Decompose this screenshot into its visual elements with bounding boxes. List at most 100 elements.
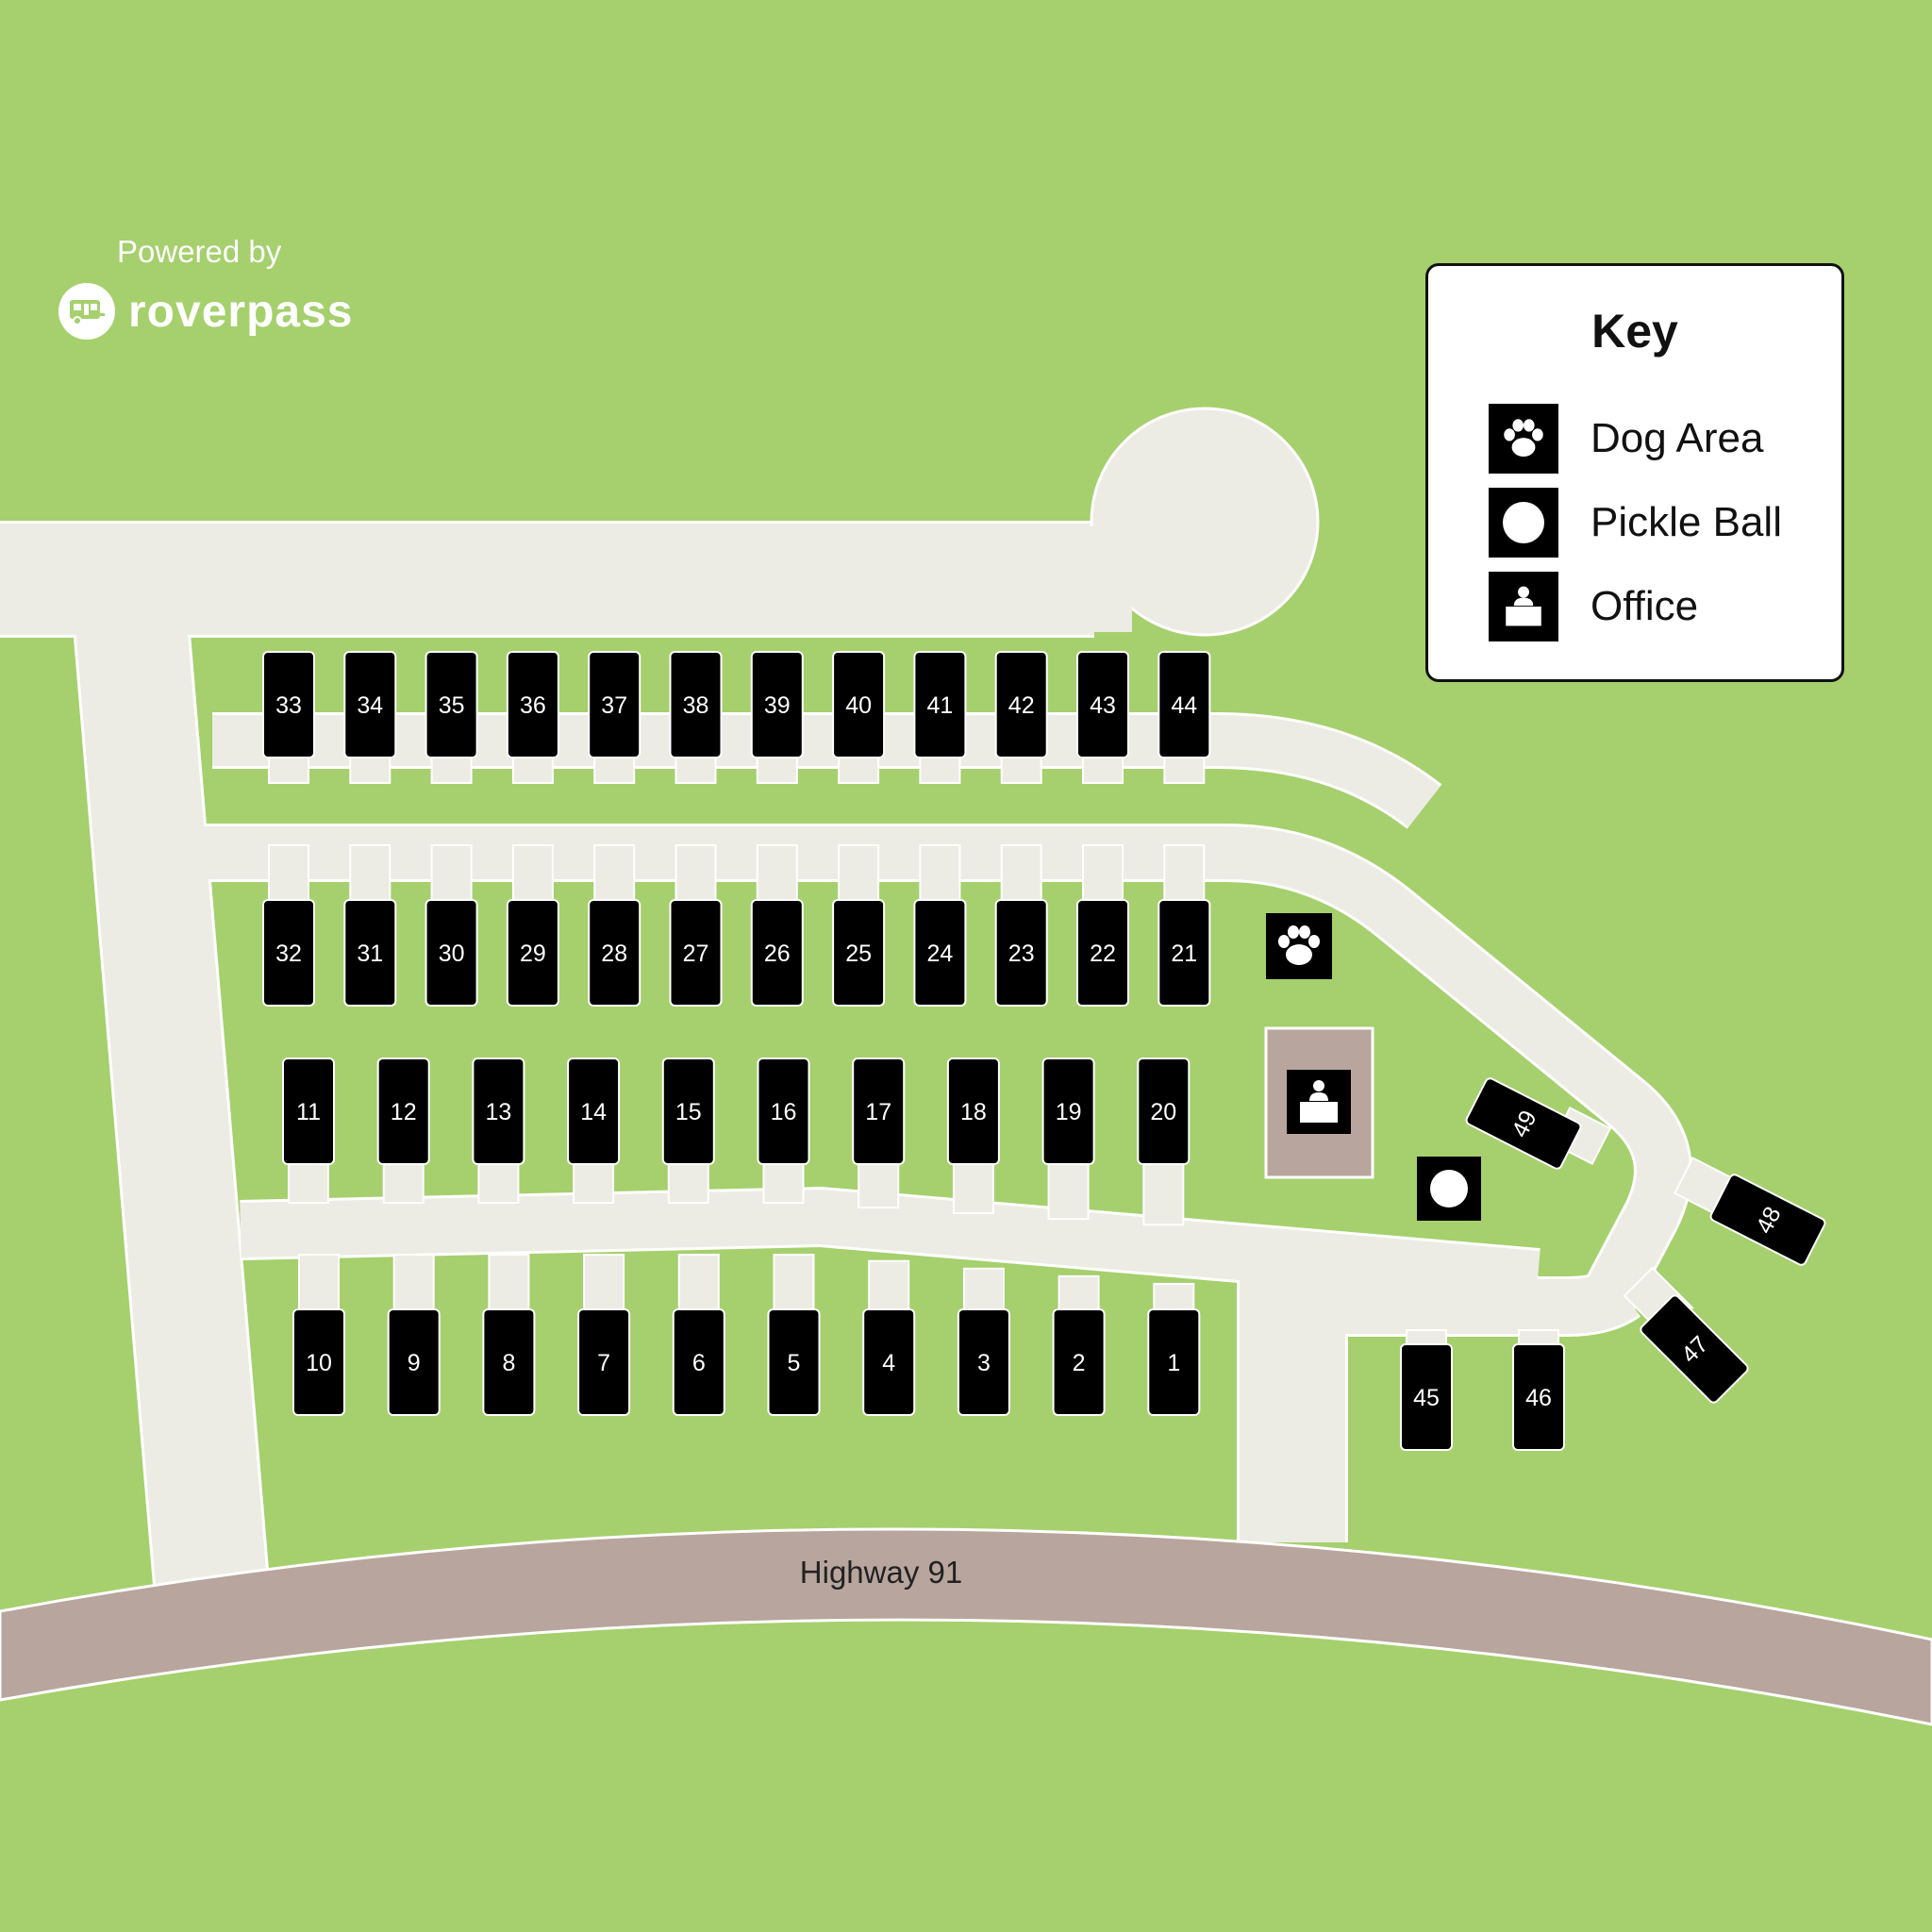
campsite-45[interactable]: 45 [1400,1343,1453,1451]
campsite-9[interactable]: 9 [387,1308,441,1416]
campsite-pad [588,899,641,1007]
campsite-pad [994,651,1048,758]
campsite-8[interactable]: 8 [482,1308,536,1416]
campsite-31[interactable]: 31 [343,899,397,1007]
campsite-23[interactable]: 23 [994,899,1048,1007]
circle-icon [1489,488,1558,558]
campsite-32[interactable]: 32 [262,899,315,1007]
campsite-label: 42 [1008,692,1035,719]
campsite-38[interactable]: 38 [669,651,723,758]
site-connector [1058,1274,1100,1313]
campsite-43[interactable]: 43 [1076,651,1129,758]
site-connector [962,1267,1005,1312]
campsite-25[interactable]: 25 [832,899,886,1007]
road-top-fill [0,526,1132,632]
site-connector [667,1162,709,1204]
campsite-10[interactable]: 10 [292,1308,345,1416]
campsite-label: 26 [764,941,791,967]
campsite-33[interactable]: 33 [262,651,315,758]
campsite-1[interactable]: 1 [1147,1308,1201,1416]
campsite-pad [669,651,723,758]
campsite-18[interactable]: 18 [946,1058,1000,1165]
campsite-label: 29 [520,941,546,967]
campsite-42[interactable]: 42 [994,651,1048,758]
campsite-label: 4 [882,1350,895,1376]
campsite-36[interactable]: 36 [506,651,559,758]
campsite-16[interactable]: 16 [757,1058,810,1165]
campsite-6[interactable]: 6 [672,1308,725,1416]
campsite-40[interactable]: 40 [832,651,886,758]
campsite-11[interactable]: 11 [282,1058,335,1165]
campsite-47[interactable]: 47 [1639,1293,1749,1404]
office-desk-icon [1489,572,1558,641]
key-item-dog-area: Dog Area [1489,404,1763,474]
campsite-pad [1400,1343,1453,1451]
campsite-pad [482,1308,536,1416]
campsite-28[interactable]: 28 [588,899,641,1007]
pickle-ball-court[interactable] [1417,1157,1481,1221]
dog-area[interactable] [1266,913,1332,979]
campsite-2[interactable]: 2 [1052,1308,1106,1416]
campsite-39[interactable]: 39 [750,651,804,758]
campsite-label: 33 [275,692,302,719]
campsite-30[interactable]: 30 [425,899,478,1007]
brand-name[interactable]: roverpass [128,286,354,337]
site-connector [349,754,391,784]
site-connector [1163,844,1206,903]
campsite-3[interactable]: 3 [957,1308,1010,1416]
site-connector [583,1254,625,1312]
site-connector [511,844,554,903]
campsite-14[interactable]: 14 [567,1058,621,1165]
campsite-44[interactable]: 44 [1158,651,1211,758]
campsite-21[interactable]: 21 [1158,899,1211,1007]
campsite-label: 15 [675,1099,702,1125]
campsite-label: 45 [1413,1385,1440,1411]
campsite-13[interactable]: 13 [472,1058,525,1165]
campsite-20[interactable]: 20 [1137,1058,1191,1165]
campsite-29[interactable]: 29 [506,899,559,1007]
campsite-27[interactable]: 27 [669,899,723,1007]
campsite-pad [672,1308,725,1416]
campsite-pad [262,651,315,758]
campsite-24[interactable]: 24 [913,899,967,1007]
campsite-48[interactable]: 48 [1709,1174,1826,1267]
site-connector [511,754,554,784]
campsite-pad [1052,1308,1106,1416]
campsite-34[interactable]: 34 [343,651,397,758]
campsite-pad [376,1058,430,1165]
campsite-pad [1076,651,1129,758]
campsite-7[interactable]: 7 [577,1308,631,1416]
campsite-label: 8 [502,1350,515,1376]
campsite-41[interactable]: 41 [913,651,967,758]
campsite-pad [750,651,804,758]
campsite-label: 14 [580,1099,607,1125]
campsite-26[interactable]: 26 [750,899,804,1007]
campsite-label: 6 [692,1350,706,1376]
campsite-37[interactable]: 37 [588,651,641,758]
campsite-pad [1158,899,1211,1007]
campsite-label: 19 [1056,1099,1082,1125]
campsite-pad [472,1058,525,1165]
key-item-pickle-ball: Pickle Ball [1489,488,1782,558]
campsite-label: 32 [275,941,302,967]
campsite-15[interactable]: 15 [661,1058,715,1165]
paw-icon [1489,404,1558,474]
campsite-35[interactable]: 35 [425,651,478,758]
site-connector [288,1162,329,1204]
campsite-5[interactable]: 5 [767,1308,821,1416]
campsite-17[interactable]: 17 [852,1058,906,1165]
campsite-label: 5 [788,1350,801,1376]
campsite-pad [767,1308,821,1416]
campsite-12[interactable]: 12 [376,1058,430,1165]
site-connector [773,1254,815,1312]
office[interactable] [1287,1070,1351,1134]
campsite-label: 24 [926,941,953,967]
campsite-19[interactable]: 19 [1041,1058,1095,1165]
cul-de-sac [1090,407,1320,637]
site-connector [756,844,798,903]
campsite-46[interactable]: 46 [1512,1343,1565,1451]
campsite-pad [946,1058,1000,1165]
campsite-49[interactable]: 49 [1465,1077,1582,1171]
campsite-22[interactable]: 22 [1076,899,1129,1007]
campsite-4[interactable]: 4 [862,1308,916,1416]
